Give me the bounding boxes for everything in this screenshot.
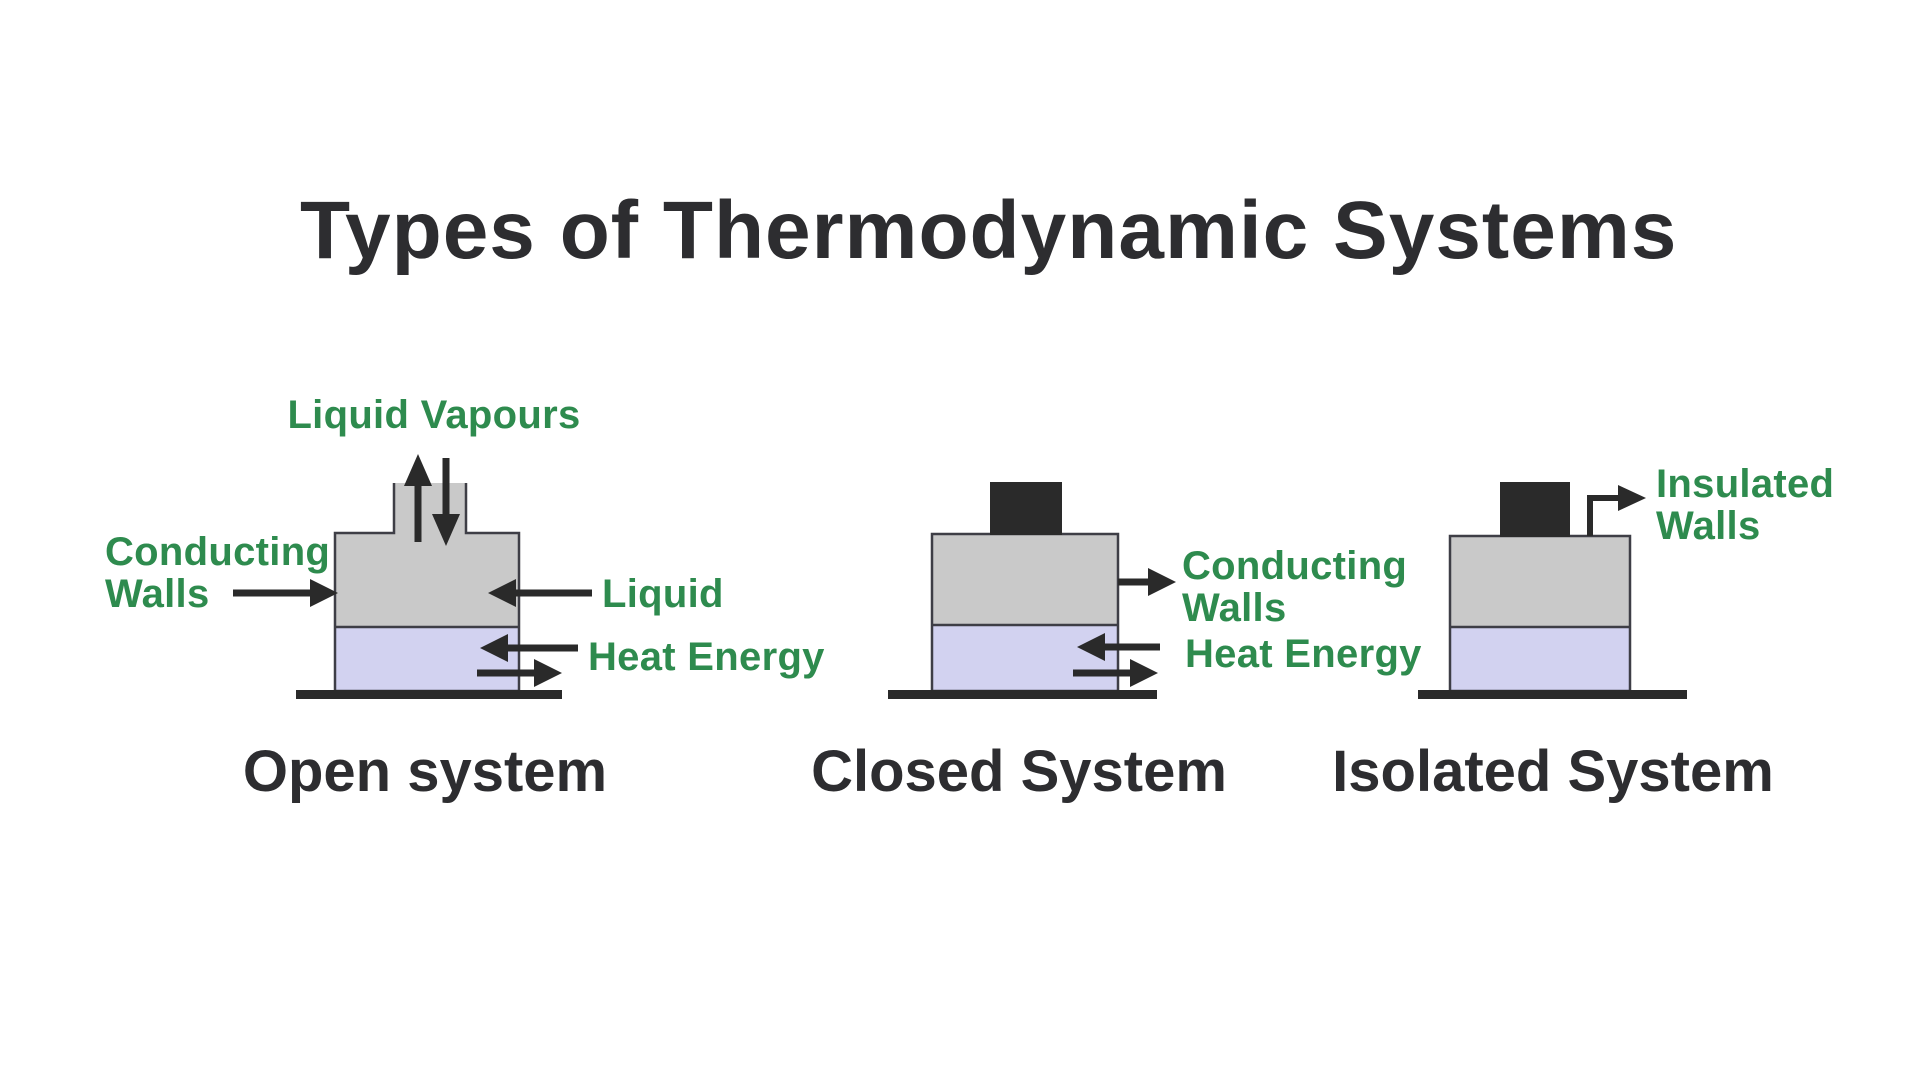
open-vessel-gray-body bbox=[335, 483, 519, 627]
open-conducting-walls-line2: Walls bbox=[105, 572, 210, 616]
open-conducting-walls-arrow-head bbox=[310, 579, 338, 607]
open-system-name: Open system bbox=[242, 739, 608, 804]
closed-conducting-walls-arrow-head bbox=[1148, 568, 1176, 596]
liquid-vapours-label: Liquid Vapours bbox=[287, 393, 581, 437]
open-heat-energy-label: Heat Energy bbox=[588, 635, 825, 679]
insulated-walls-arrow-head bbox=[1618, 485, 1646, 511]
closed-lid bbox=[990, 482, 1062, 535]
closed-system-figure bbox=[888, 482, 1176, 699]
isolated-vessel-liquid bbox=[1450, 627, 1630, 691]
closed-vessel-liquid bbox=[932, 625, 1118, 691]
open-conducting-walls-line1: Conducting bbox=[105, 530, 331, 574]
open-conducting-walls-label: Conducting Walls bbox=[105, 531, 330, 615]
open-vessel-liquid bbox=[335, 627, 519, 691]
insulated-walls-line1: Insulated bbox=[1656, 462, 1835, 506]
liquid-arrow-head bbox=[488, 579, 516, 607]
page-title: Types of Thermodynamic Systems bbox=[300, 185, 1678, 276]
closed-conducting-walls-line1: Conducting bbox=[1182, 544, 1408, 588]
closed-heat-in-arrow-head bbox=[1077, 633, 1105, 661]
closed-vessel-gray-body bbox=[932, 534, 1118, 625]
insulated-walls-arrow-shaft bbox=[1587, 495, 1620, 536]
closed-heat-out-arrow-head bbox=[1130, 659, 1158, 687]
closed-heat-energy-label: Heat Energy bbox=[1185, 632, 1422, 676]
closed-system-name: Closed System bbox=[811, 739, 1227, 804]
closed-conducting-walls-label: Conducting Walls bbox=[1182, 545, 1407, 629]
open-system-figure bbox=[233, 454, 592, 699]
liquid-label: Liquid bbox=[602, 572, 724, 616]
insulated-walls-label: Insulated Walls bbox=[1656, 463, 1834, 547]
isolated-system-name: Isolated System bbox=[1332, 739, 1774, 804]
isolated-base-line bbox=[1418, 690, 1687, 699]
isolated-lid bbox=[1500, 482, 1570, 537]
vapour-up-arrow-head bbox=[404, 454, 432, 486]
insulated-walls-line2: Walls bbox=[1656, 504, 1761, 548]
open-heat-in-arrow-head bbox=[480, 634, 508, 662]
isolated-vessel-gray-body bbox=[1450, 536, 1630, 627]
closed-base-line bbox=[888, 690, 1157, 699]
isolated-system-figure bbox=[1418, 482, 1687, 699]
vapour-down-arrow-head bbox=[432, 514, 460, 546]
closed-conducting-walls-line2: Walls bbox=[1182, 586, 1287, 630]
open-heat-out-arrow-head bbox=[534, 659, 562, 687]
open-base-line bbox=[296, 690, 562, 699]
